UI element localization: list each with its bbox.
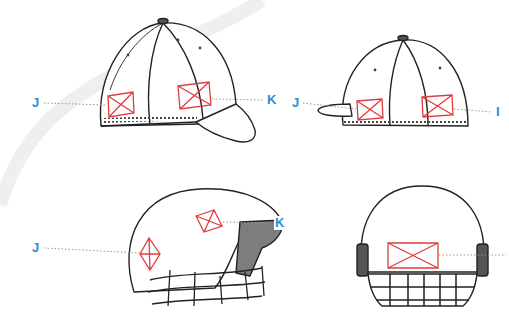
callout-letter: K bbox=[266, 93, 277, 107]
placement-box bbox=[108, 82, 211, 117]
callout-letter: J bbox=[31, 96, 40, 110]
placement-box bbox=[388, 243, 438, 268]
callout-letter: J bbox=[31, 241, 40, 255]
placement-box bbox=[357, 95, 453, 120]
placement-box bbox=[140, 210, 222, 270]
callout-letter: I bbox=[495, 105, 501, 119]
helmet-back bbox=[357, 186, 488, 306]
callout-letter: J bbox=[291, 96, 300, 110]
leader-line bbox=[44, 99, 506, 255]
cap-side bbox=[318, 36, 468, 127]
watermark-arc bbox=[0, 0, 262, 205]
callout-letter: K bbox=[274, 216, 285, 230]
cap-front bbox=[100, 19, 255, 142]
helmet-side bbox=[129, 189, 284, 306]
